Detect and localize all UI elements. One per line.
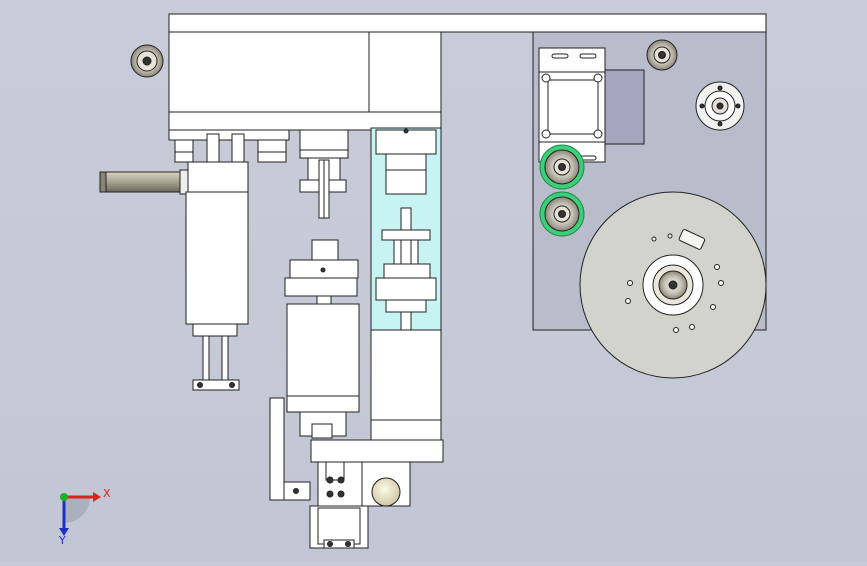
motor-bracket[interactable]: [538, 47, 606, 163]
bearing-flange[interactable]: [695, 81, 745, 131]
triad-y-label: Y: [58, 534, 66, 547]
green-roller-lower[interactable]: [539, 191, 585, 237]
right-vertical-cylinder[interactable]: [370, 329, 442, 443]
middle-lower-cylinder[interactable]: [284, 239, 360, 439]
adjustment-knob[interactable]: [371, 477, 401, 507]
top-frame-bar[interactable]: [168, 13, 767, 33]
rotary-disc[interactable]: [579, 191, 767, 379]
upper-left-housing[interactable]: [168, 31, 442, 131]
slide-internal-parts: [375, 128, 437, 331]
top-left-roller[interactable]: [130, 44, 164, 78]
coordinate-triad-icon[interactable]: X Y: [58, 487, 111, 547]
triad-x-label: X: [103, 487, 111, 500]
green-roller-upper[interactable]: [539, 144, 585, 190]
middle-upper-clamp[interactable]: [299, 129, 349, 219]
motor-shadow-box: [604, 69, 645, 145]
horizontal-actuator-rod[interactable]: [99, 169, 189, 195]
left-vertical-cylinder[interactable]: [185, 161, 249, 391]
top-right-roller[interactable]: [646, 39, 678, 71]
left-gripper-assembly[interactable]: [168, 129, 290, 175]
bottom-base-assembly[interactable]: [269, 397, 444, 549]
